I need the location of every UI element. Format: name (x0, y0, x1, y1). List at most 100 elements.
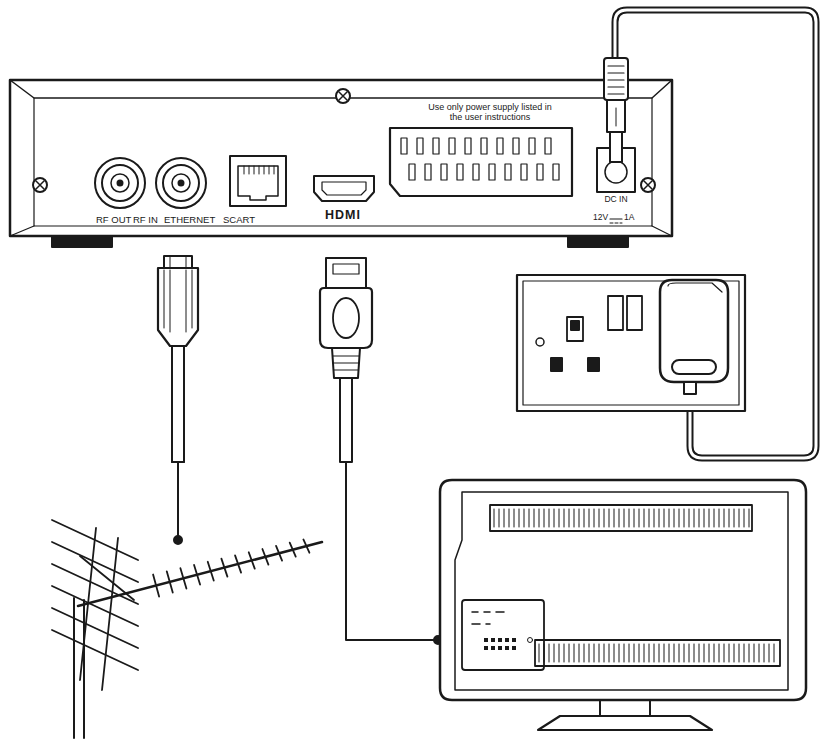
television-rear (569, 509, 570, 527)
rf-connector (95, 158, 206, 208)
television-rear (629, 644, 630, 662)
ethernet-port (230, 156, 286, 206)
television-rear (664, 509, 665, 527)
tv-aerial (52, 520, 322, 738)
scart-socket (497, 138, 503, 154)
tv-aerial (80, 556, 134, 600)
coax-plug (158, 268, 198, 346)
television-rear (649, 509, 650, 527)
television-rear (539, 644, 540, 662)
power-adapter (668, 283, 722, 292)
dc-in-jack (610, 218, 622, 219)
television-rear (724, 509, 725, 527)
television-rear (749, 644, 750, 662)
television-rear (659, 509, 660, 527)
television-rear (499, 509, 500, 527)
wall-socket (588, 358, 599, 371)
port-label: RF IN (133, 215, 158, 225)
television-rear (714, 644, 715, 662)
power-adapter (684, 382, 696, 394)
tv-aerial (52, 608, 138, 648)
television-rear (600, 700, 650, 716)
television-rear (744, 644, 745, 662)
television-rear (599, 509, 600, 527)
set-top-box-panel: Use only power supply listed in the user… (10, 80, 672, 236)
television-rear (534, 509, 535, 527)
port-label: 12V (593, 213, 608, 222)
scart-socket (465, 138, 471, 154)
television-rear (684, 644, 685, 662)
set-top-box-rear (10, 226, 672, 236)
television-rear (559, 509, 560, 527)
television-rear (674, 644, 675, 662)
television-rear (524, 509, 525, 527)
set-top-box-rear (568, 236, 628, 247)
television-rear (579, 509, 580, 527)
tv-aerial (52, 564, 138, 604)
hdmi-port (314, 176, 374, 201)
rf-connector (163, 165, 199, 201)
hdmi-port (322, 182, 366, 195)
scart-socket (505, 164, 511, 180)
television-rear (749, 509, 750, 527)
television-rear (538, 716, 712, 730)
scart-socket (433, 138, 439, 154)
hdmi-plug (340, 378, 352, 462)
television-rear (584, 509, 585, 527)
television-rear (704, 644, 705, 662)
ethernet-port (244, 166, 274, 174)
television-rear (462, 600, 544, 670)
wall-socket (536, 338, 544, 346)
television-rear (649, 644, 650, 662)
scart-socket (417, 138, 423, 154)
television-rear (624, 509, 625, 527)
rf-connector (172, 174, 190, 192)
television-rear (764, 644, 765, 662)
scart-socket (425, 164, 431, 180)
television-rear (659, 644, 660, 662)
television-rear (754, 644, 755, 662)
tv-aerial (167, 571, 173, 592)
hdmi-plug (333, 356, 359, 370)
television-rear (484, 638, 488, 642)
television-rear (554, 509, 555, 527)
port-label: DC IN (586, 195, 646, 204)
port-label: 1A (624, 213, 634, 222)
power-plug (607, 100, 625, 132)
television-rear (654, 644, 655, 662)
hdmi-plug (332, 348, 360, 378)
tv-aerial (290, 543, 296, 557)
scart-socket (390, 128, 572, 196)
wall-socket (523, 281, 739, 405)
coax-plug (164, 270, 192, 332)
television-rear (535, 640, 780, 666)
television-rear (699, 509, 700, 527)
wall-socket (608, 296, 623, 330)
wall-socket (551, 358, 562, 371)
warning-note: Use only power supply listed in the user… (424, 103, 556, 123)
scart-socket (457, 164, 463, 180)
television-rear (440, 480, 806, 730)
hdmi-plug (320, 258, 442, 644)
wall-socket (567, 317, 583, 341)
scart-socket (409, 164, 415, 180)
television-rear (639, 509, 640, 527)
television-rear (669, 509, 670, 527)
television-rear (504, 509, 505, 527)
coax-plug (174, 536, 182, 544)
screw (641, 178, 655, 192)
tv-aerial (180, 568, 186, 588)
set-top-box-rear (52, 236, 112, 247)
television-rear (574, 644, 575, 662)
wall-socket (627, 296, 642, 330)
television-rear (594, 644, 595, 662)
television-rear (509, 509, 510, 527)
television-rear (614, 644, 615, 662)
wall-socket (517, 275, 745, 411)
television-rear (498, 638, 502, 642)
television-rear (484, 646, 488, 650)
television-rear (619, 509, 620, 527)
scart-socket (537, 164, 543, 180)
television-rear (455, 492, 788, 690)
television-rear (498, 646, 502, 650)
